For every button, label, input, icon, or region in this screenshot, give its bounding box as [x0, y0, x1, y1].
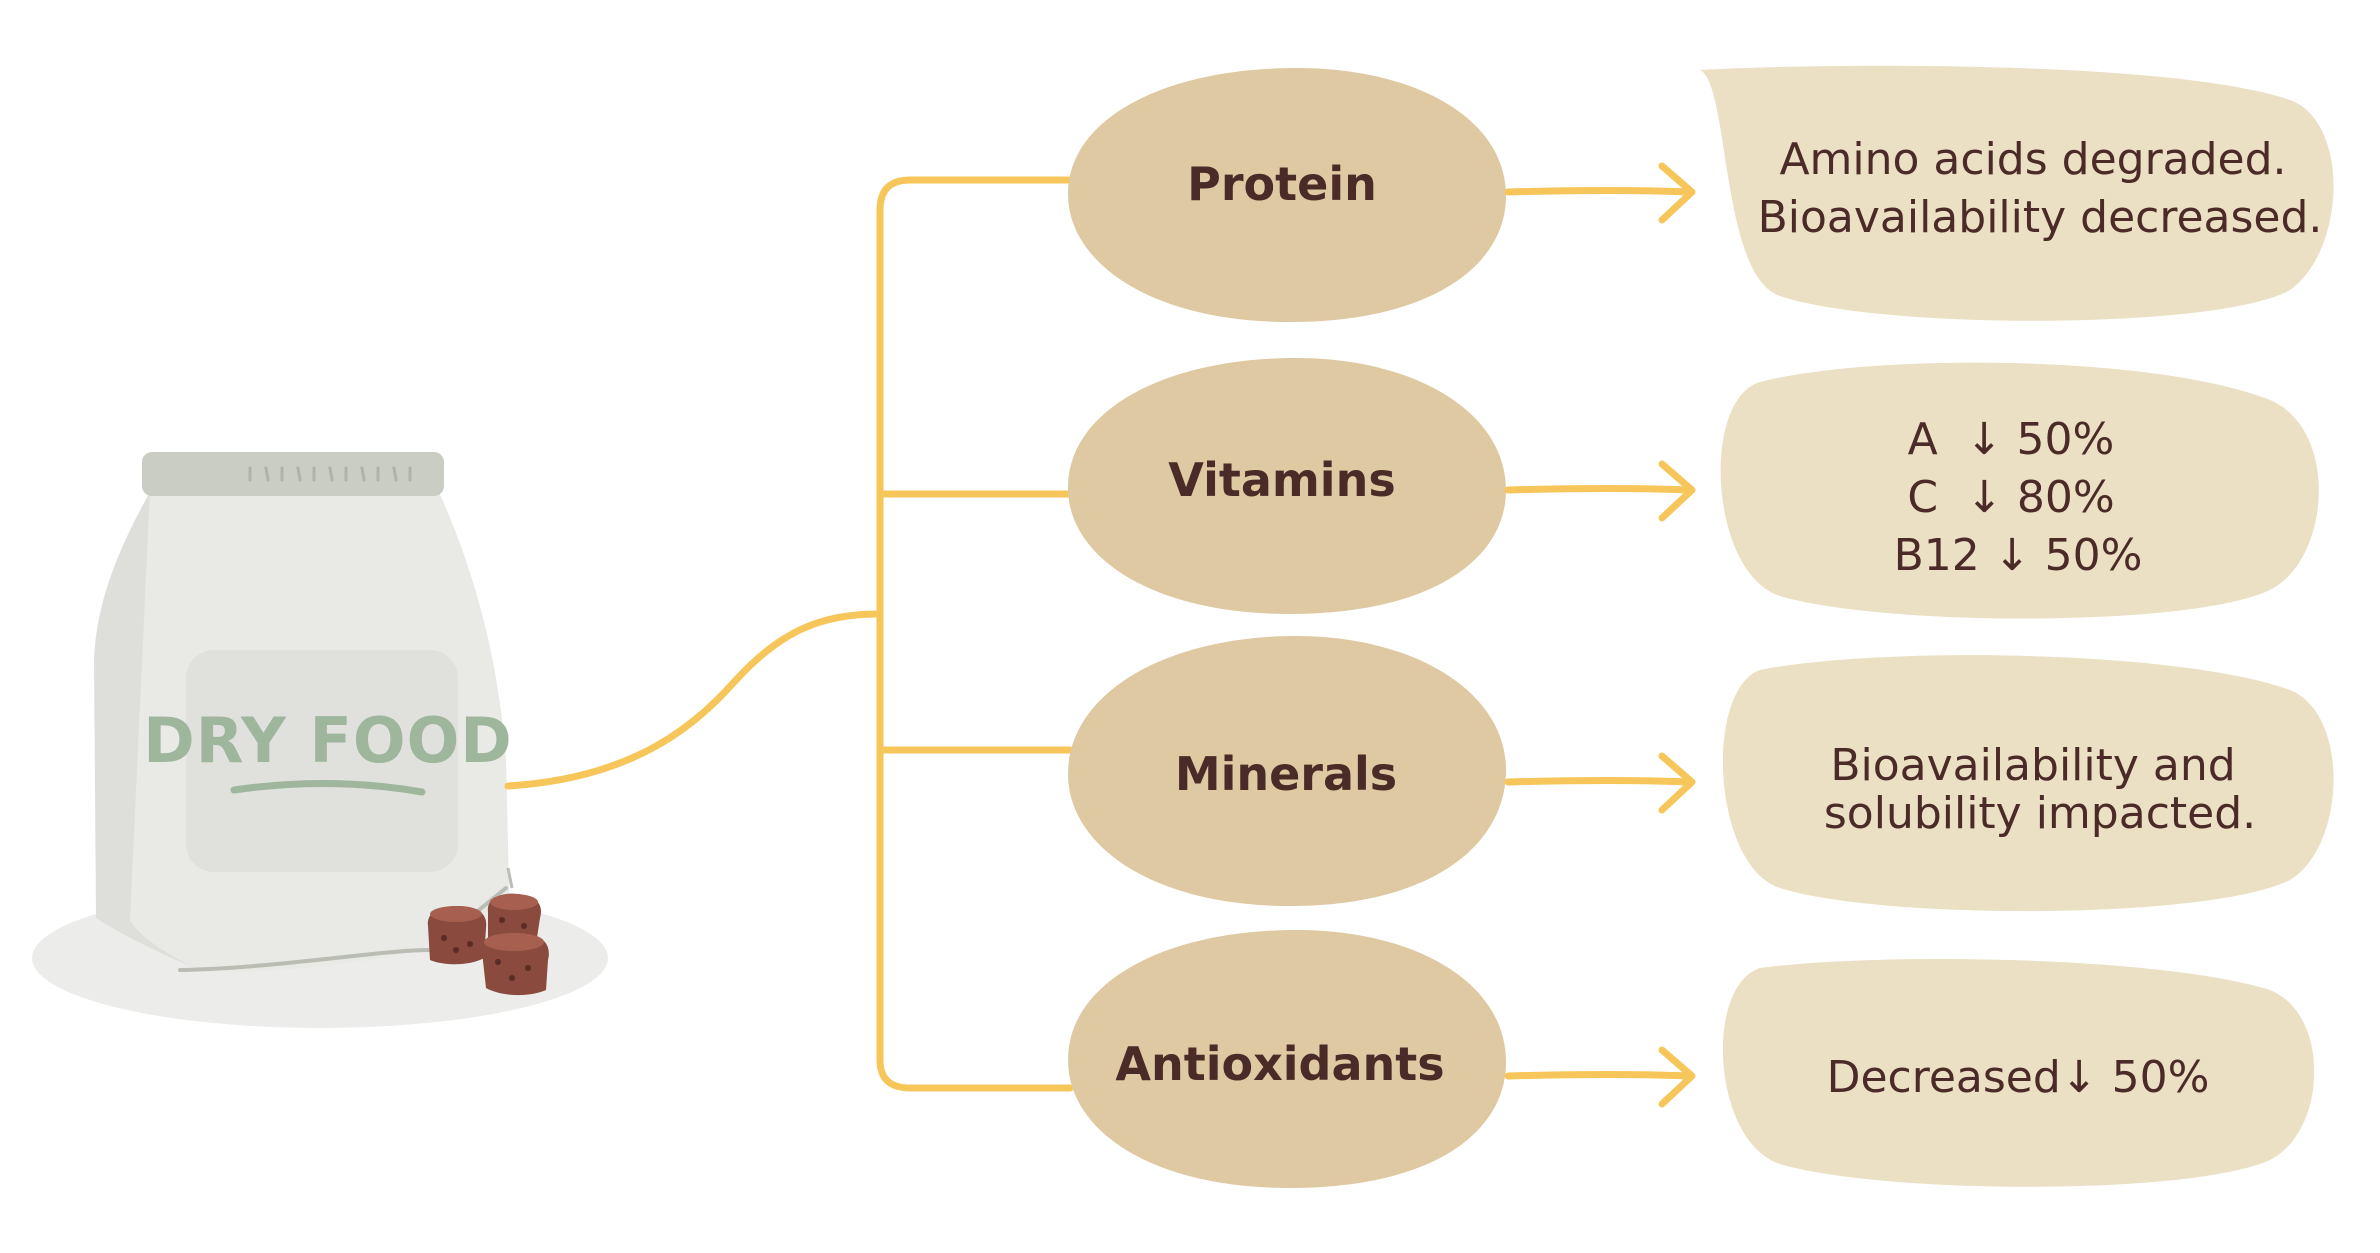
nutrient-blob	[1068, 929, 1506, 1188]
effect-text: Amino acids degraded. Bioavailability de…	[1758, 134, 2323, 243]
kibble-icon	[427, 867, 549, 996]
bag-window	[186, 650, 458, 872]
nutrient-row-minerals: Minerals Bioavailability and solubility …	[1068, 635, 2334, 912]
arrow-right-icon	[1504, 460, 1696, 522]
bag-top-seal	[142, 452, 444, 496]
nutrient-row-vitamins: Vitamins A ↓ 50% C ↓ 80% B12 ↓ 50%	[1068, 357, 2319, 619]
bag-seal-ticks	[248, 466, 412, 482]
bag-label: DRY FOOD	[143, 704, 513, 777]
nutrient-blob	[1068, 635, 1506, 906]
effect-line: Decreased↓ 50%	[1827, 1052, 2210, 1103]
nutrient-row-protein: Protein Amino acids degraded. Bioavailab…	[1068, 65, 2334, 322]
arrow-right-icon	[1504, 1046, 1696, 1108]
kibble-piece	[481, 931, 549, 996]
effect-line: solubility impacted.	[1824, 788, 2256, 839]
nutrient-label: Protein	[1187, 157, 1377, 211]
nutrient-blob	[1068, 357, 1506, 614]
bag-label-underline	[230, 780, 426, 796]
effect-line: Bioavailability decreased.	[1758, 192, 2323, 243]
nutrient-label: Vitamins	[1168, 453, 1395, 507]
nutrient-row-antioxidants: Antioxidants Decreased↓ 50%	[1068, 929, 2315, 1188]
effect-line: Bioavailability and	[1830, 740, 2235, 791]
effect-line: C ↓ 80%	[1907, 472, 2114, 523]
trunk-connector	[876, 176, 1074, 1092]
kibble-piece	[427, 906, 487, 965]
bag-string	[178, 886, 508, 972]
effect-blob	[1720, 362, 2319, 619]
effect-text: A ↓ 50% C ↓ 80% B12 ↓ 50%	[1894, 414, 2143, 581]
effect-text: Bioavailability and solubility impacted.	[1824, 740, 2256, 839]
effect-line: B12 ↓ 50%	[1894, 530, 2143, 581]
effect-blob	[1722, 958, 2315, 1187]
nutrient-label: Minerals	[1175, 747, 1397, 801]
effect-line: A ↓ 50%	[1908, 414, 2115, 465]
connector-lines	[504, 176, 1074, 1092]
effect-text: Decreased↓ 50%	[1827, 1052, 2210, 1103]
effect-line: Amino acids degraded.	[1779, 134, 2286, 185]
nutrient-blob	[1068, 67, 1506, 322]
effect-blob	[1700, 65, 2334, 321]
effect-blob	[1722, 655, 2334, 912]
arrow-right-icon	[1504, 162, 1696, 224]
dry-food-bag-icon: DRY FOOD	[32, 452, 608, 1028]
arrow-right-icon	[1504, 752, 1696, 814]
bag-to-trunk-connector	[504, 610, 882, 790]
nutrient-label: Antioxidants	[1115, 1037, 1444, 1091]
